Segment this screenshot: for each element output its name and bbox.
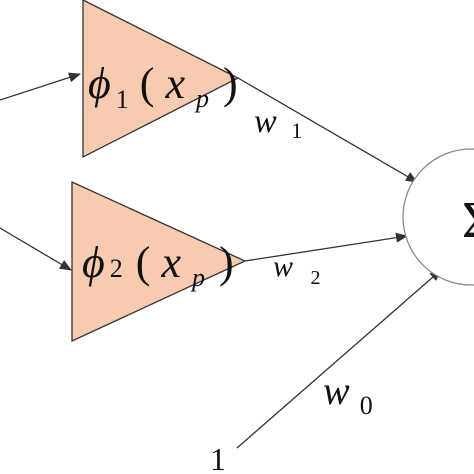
bias-connection bbox=[236, 269, 442, 449]
w1-subscript: 1 bbox=[291, 118, 302, 143]
basis1-open-paren: ( bbox=[140, 59, 155, 108]
basis1-index: 1 bbox=[116, 85, 129, 114]
w1-letter: w bbox=[254, 103, 277, 140]
weight-w1-label: w 1 bbox=[254, 103, 302, 143]
basis1-phi: ϕ bbox=[88, 59, 111, 108]
basis-function-1-label: ϕ 1 ( x p ) bbox=[88, 59, 238, 118]
basis2-phi: ϕ bbox=[82, 238, 105, 287]
weight-connection-2 bbox=[244, 232, 408, 262]
basis2-index: 2 bbox=[110, 254, 123, 283]
weight-connection-1 bbox=[237, 77, 418, 183]
w0-subscript: 0 bbox=[360, 391, 373, 420]
input-arrow-2 bbox=[0, 227, 72, 271]
basis2-open-paren: ( bbox=[136, 238, 151, 287]
basis1-close-paren: ) bbox=[223, 59, 238, 108]
summation-node bbox=[402, 148, 474, 286]
weight-w2-label: w 2 bbox=[273, 250, 321, 289]
summation-symbol: Σ bbox=[462, 192, 474, 249]
basis2-variable: x bbox=[160, 238, 181, 287]
w2-letter: w bbox=[273, 250, 293, 283]
w2-subscript: 2 bbox=[311, 267, 321, 289]
basis2-variable-subscript: p bbox=[190, 263, 205, 292]
basis-function-2-triangle bbox=[71, 180, 247, 343]
basis1-variable-subscript: p bbox=[194, 84, 209, 113]
bias-input-label: 1 bbox=[210, 441, 226, 474]
basis2-close-paren: ) bbox=[219, 238, 234, 287]
basis1-variable: x bbox=[164, 59, 185, 108]
input-arrow-1 bbox=[0, 72, 81, 101]
basis-function-2-label: ϕ 2 ( x p ) bbox=[82, 238, 234, 296]
weight-w0-label: w 0 bbox=[323, 368, 373, 420]
w0-letter: w bbox=[323, 368, 350, 413]
basis-function-1-triangle bbox=[82, 0, 240, 159]
